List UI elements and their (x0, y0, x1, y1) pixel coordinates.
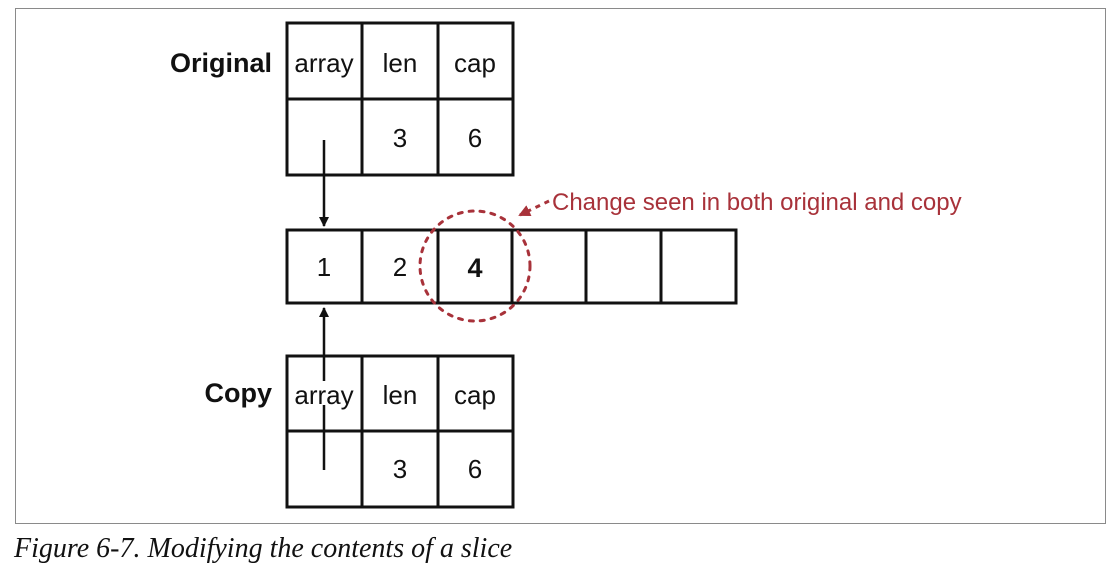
original-cap-value: 6 (468, 123, 482, 153)
original-slice-header: Original array len cap 3 6 (170, 21, 515, 177)
change-highlight-circle (418, 209, 532, 323)
copy-cap-value: 6 (468, 454, 482, 484)
copy-label: Copy (205, 378, 273, 408)
copy-slice-header: Copy array len cap 3 6 (205, 354, 515, 509)
annotation-arrow (518, 199, 550, 217)
original-header-len: len (383, 48, 418, 78)
figure-caption: Figure 6-7. Modifying the contents of a … (14, 533, 513, 564)
annotation-text: Change seen in both original and copy (552, 189, 962, 216)
original-header-array: array (294, 48, 353, 78)
copy-len-value: 3 (393, 454, 407, 484)
array-element-1: 2 (393, 252, 407, 282)
copy-header-array: array (294, 380, 353, 410)
figure-frame (15, 8, 1106, 524)
original-label: Original (170, 48, 272, 78)
copy-header-len: len (383, 380, 418, 410)
array-element-0: 1 (317, 252, 331, 282)
original-len-value: 3 (393, 123, 407, 153)
backing-array: 1 2 4 (285, 228, 738, 305)
copy-header-cap: cap (454, 380, 496, 410)
original-header-cap: cap (454, 48, 496, 78)
array-element-2-changed: 4 (467, 253, 482, 283)
